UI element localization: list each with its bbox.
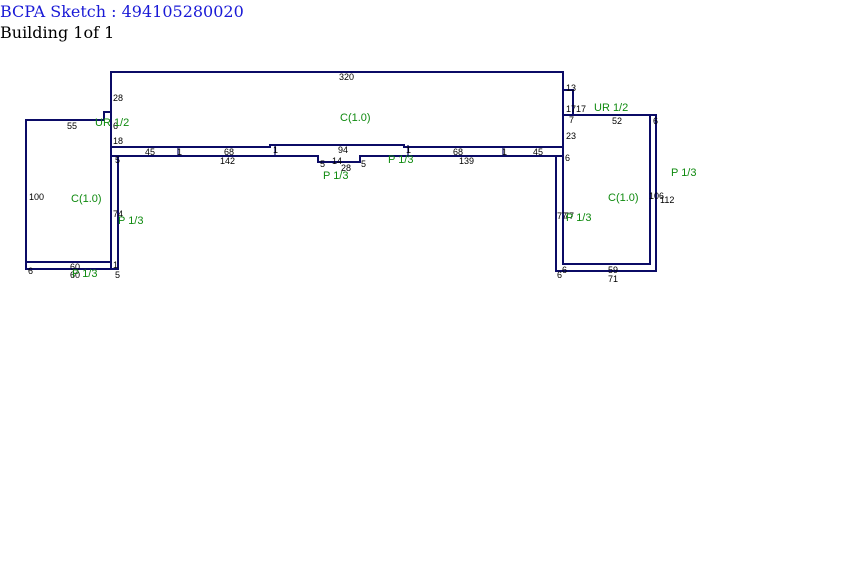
dim-right-side-112: 112: [660, 195, 674, 205]
dim-left-porch-74: 74: [113, 209, 123, 219]
dim-left-bottom-b: 60: [70, 270, 80, 280]
area-label-porch-right: P 1/3: [566, 212, 592, 224]
dim-strip-h: 1: [502, 147, 507, 157]
right-wing-outline: [555, 89, 657, 272]
dim-strip-e: 94: [338, 145, 348, 155]
dim-left-side: 100: [29, 192, 44, 202]
dim-right-porch-6: 6: [565, 153, 570, 163]
dim-left-porch-5b: 5: [115, 270, 120, 280]
area-label-porch-mid: P 1/3: [388, 154, 414, 166]
dim-right-porch-77b: 77: [564, 211, 574, 221]
dimension-labels: 320 28 18 13 17 17 7 23 45 1 68 1 94 1 6…: [28, 72, 674, 284]
dim-main-left-upper: 28: [113, 93, 123, 103]
dim-bottom-142: 142: [220, 156, 235, 166]
left-wing-outline: [25, 111, 119, 270]
main-building-outline: [110, 71, 564, 163]
dim-right-bottom-71: 71: [608, 274, 618, 284]
dim-left-top: 55: [67, 121, 77, 131]
dim-main-top: 320: [339, 72, 354, 82]
dim-notch-5a: 5: [320, 159, 325, 169]
dim-notch-28: 28: [341, 163, 351, 173]
dim-main-right-top: 13: [566, 83, 576, 93]
dim-notch-5b: 5: [361, 159, 366, 169]
dim-strip-b: 1: [177, 147, 182, 157]
dim-right-side-106: 106: [649, 191, 664, 201]
dim-strip-d: 1: [273, 145, 278, 155]
area-labels: C(1.0) C(1.0) C(1.0) UR 1/2 UR 1/2 P 1/3…: [71, 102, 697, 280]
dim-left-porch-1: 1: [113, 260, 118, 270]
dim-right-top: 52: [612, 116, 622, 126]
dim-main-right-b: 17: [576, 104, 586, 114]
dim-right-corner: 6: [653, 116, 658, 126]
area-label-main: C(1.0): [340, 112, 371, 124]
dim-right-bottom-59: 59: [608, 265, 618, 275]
dim-main-right-d: 23: [566, 131, 576, 141]
area-label-porch-right-2: P 1/3: [671, 167, 697, 179]
area-label-left-wing: C(1.0): [71, 193, 102, 205]
area-label-ur-right: UR 1/2: [594, 102, 628, 114]
building-subtitle: Building 1of 1: [0, 23, 115, 42]
dim-main-right-a: 17: [566, 104, 576, 114]
dim-right-corner-6a: 6: [562, 265, 567, 275]
dim-main-right-c: 7: [569, 115, 574, 125]
dim-strip-i: 45: [533, 147, 543, 157]
dim-left-porch-5a: 5: [115, 155, 120, 165]
dim-strip-a: 45: [145, 147, 155, 157]
dim-strip-f: 1: [406, 145, 411, 155]
area-label-ur-left: UR 1/2: [95, 117, 129, 129]
dim-main-left-lower: 18: [113, 136, 123, 146]
area-label-porch-mid-2: P 1/3: [323, 170, 349, 182]
area-label-porch-left-bottom: P 1/3: [72, 268, 98, 280]
dim-right-porch-77a: 77: [557, 211, 567, 221]
sketch-title: BCPA Sketch : 494105280020: [0, 2, 244, 21]
dim-strip-g: 68: [453, 147, 463, 157]
dim-left-corner: 6: [28, 266, 33, 276]
dim-notch-14: 14: [332, 156, 342, 166]
area-label-right-wing: C(1.0): [608, 192, 639, 204]
dim-right-corner-6b: 6: [557, 270, 562, 280]
dim-left-porch-6: 6: [113, 121, 118, 131]
dim-left-bottom-a: 60: [70, 262, 80, 272]
area-label-porch-left: P 1/3: [118, 215, 144, 227]
dim-bottom-139: 139: [459, 156, 474, 166]
dim-strip-c: 68: [224, 147, 234, 157]
